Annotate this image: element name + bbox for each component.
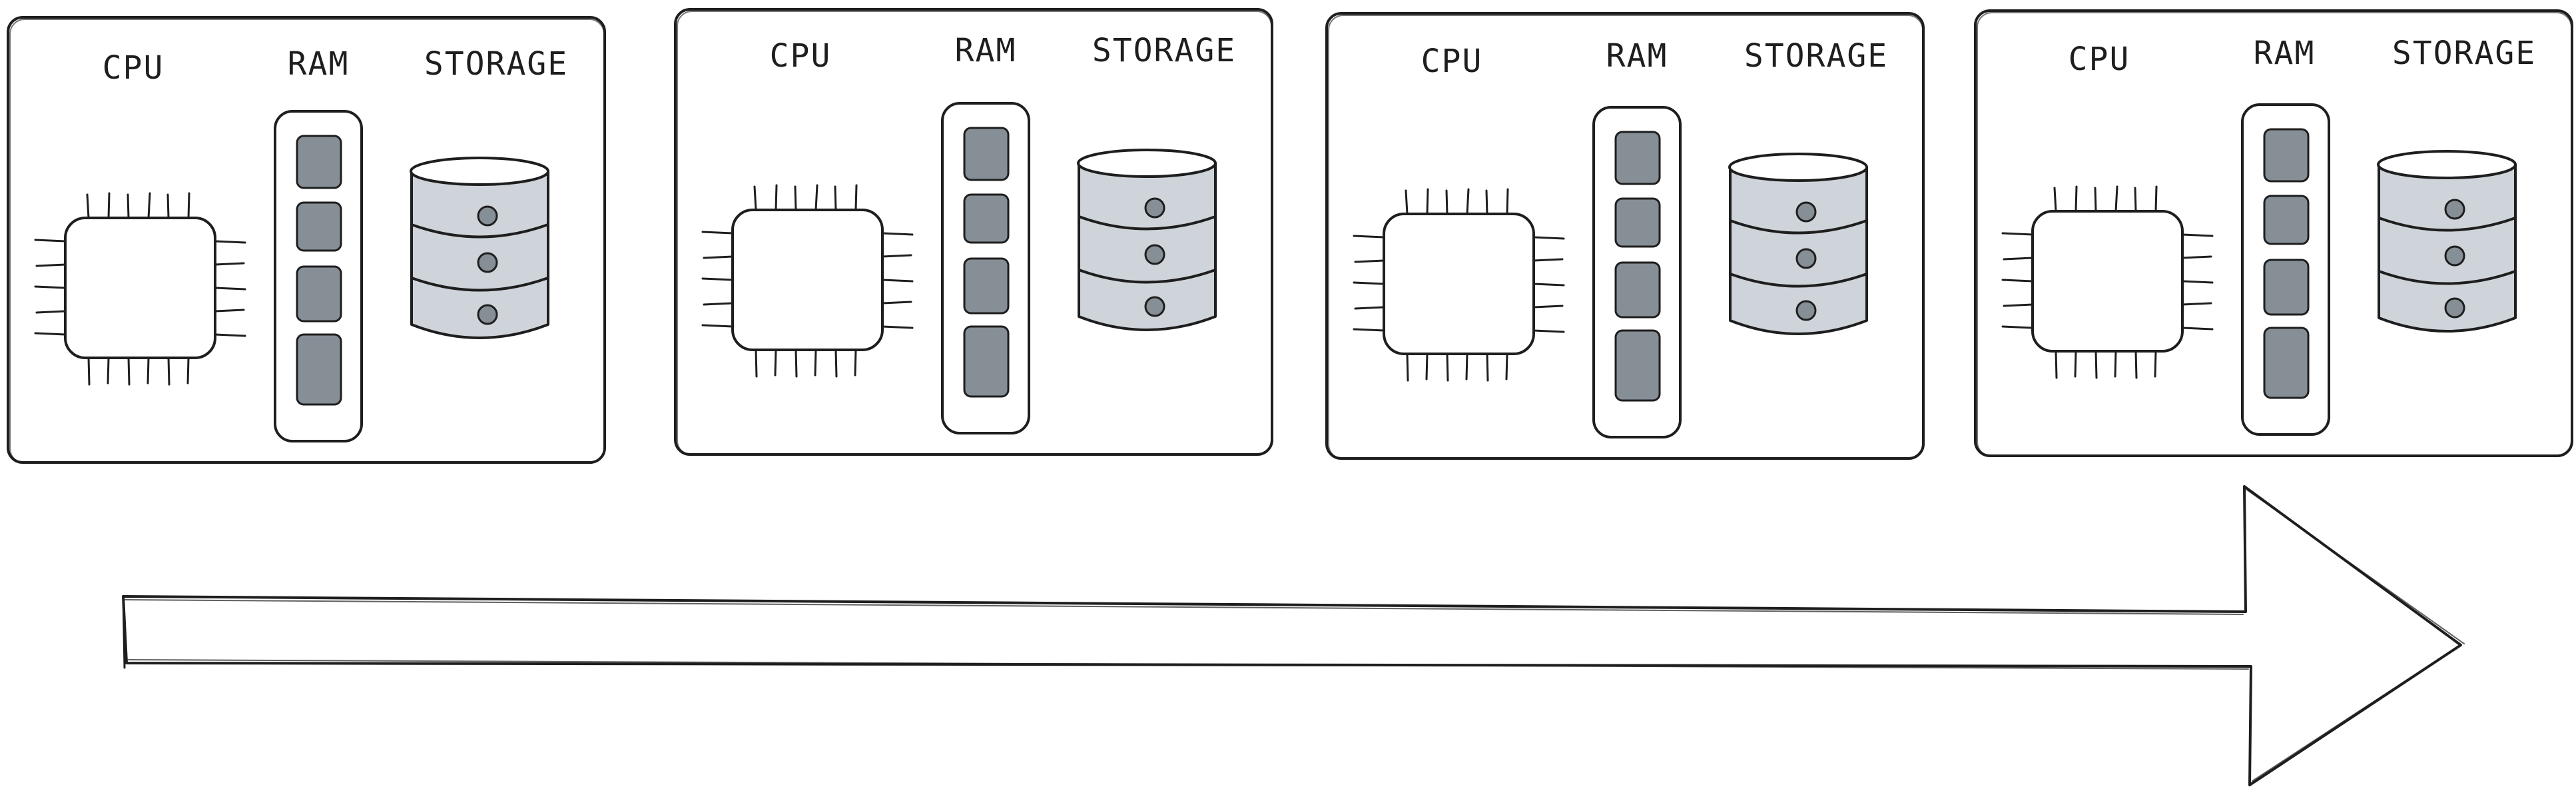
storage-label: STORAGE [1744,37,1888,75]
cpu-chip-icon [1384,214,1536,355]
server-panel-3: CPU RAM STORAGE [1325,12,1925,460]
ram-label: RAM [2254,35,2316,72]
server-panel-2: CPU RAM STORAGE [674,8,1273,456]
server-frame-3 [1325,12,1925,460]
storage-label: STORAGE [2392,35,2536,72]
server-frame-2 [674,8,1273,456]
ram-label: RAM [1606,37,1668,75]
cpu-chip-icon [733,210,885,351]
server-panel-4: CPU RAM STORAGE [1974,9,2573,458]
storage-label: STORAGE [424,45,568,83]
server-panel-1: CPU RAM STORAGE [7,16,606,464]
server-frame-4 [1974,9,2573,458]
storage-label: STORAGE [1092,32,1236,69]
ram-label: RAM [955,32,1017,69]
cpu-chip-icon [65,218,218,359]
cpu-label: CPU [103,49,164,87]
arrow-right-icon [122,485,2465,786]
cpu-label: CPU [1421,43,1483,80]
server-frame-1 [7,16,606,464]
cpu-label: CPU [770,37,832,75]
ram-label: RAM [288,45,350,83]
cpu-chip-icon [2033,211,2185,353]
cpu-label: CPU [2069,41,2130,78]
